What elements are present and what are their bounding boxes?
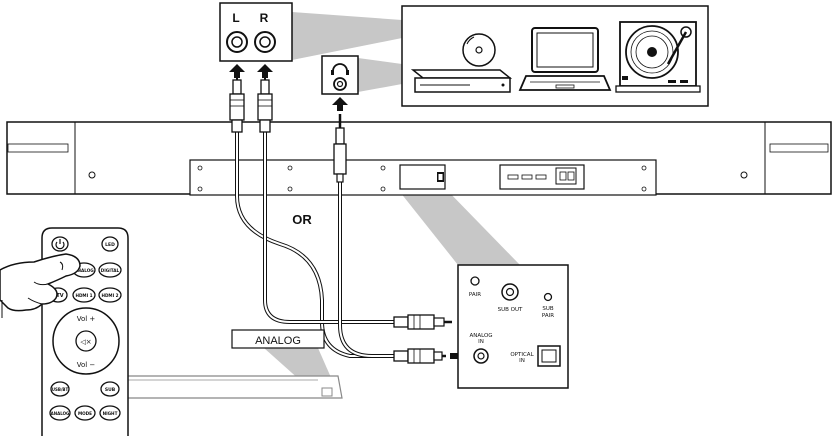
digital-button[interactable]: DIGITAL	[98, 262, 122, 278]
led-button-label: LED	[105, 242, 115, 248]
hdmi2-button-label: HDMI 2	[101, 293, 118, 298]
analog-bottom-button-label: ANALOG	[51, 411, 70, 416]
rca-plug-horizontal	[393, 314, 452, 330]
sub-out-label: SUB OUT	[498, 307, 523, 313]
projection-beam-zoom	[400, 187, 520, 265]
rca-cables	[235, 132, 398, 358]
hand-icon	[0, 253, 81, 318]
sub-pair-button	[543, 292, 553, 302]
analog-callout-label: ANALOG	[255, 335, 301, 347]
hdmi1-button[interactable]: HDMI 1	[72, 287, 96, 303]
analog-callout: ANALOG	[231, 329, 325, 349]
turntable-icon	[615, 21, 701, 93]
night-button[interactable]: NIGHT	[99, 405, 121, 421]
sub-pair-label-1: SUB	[542, 306, 554, 312]
projection-beam-headphone	[358, 58, 402, 92]
mode-button-label: MODE	[78, 411, 92, 416]
projection-beam-rca	[292, 12, 402, 60]
sub-button[interactable]: SUB	[100, 381, 120, 397]
digital-button-label: DIGITAL	[101, 268, 120, 273]
power-button[interactable]	[51, 236, 69, 252]
dvd-player-icon	[410, 33, 513, 93]
pair-button	[470, 276, 480, 286]
vol-down-label[interactable]: Vol −	[77, 361, 96, 369]
night-button-label: NIGHT	[103, 411, 118, 416]
usb-bt-button[interactable]: USB/BT	[50, 381, 70, 397]
aux-plug-horizontal	[393, 348, 446, 364]
source-devices-box	[401, 5, 709, 107]
headphone-icon	[331, 63, 349, 75]
rca-jack-panel: L R	[219, 2, 293, 62]
analog-bottom-button[interactable]: ANALOG	[49, 405, 71, 421]
analog-button-label: ANALOG	[74, 268, 94, 273]
rca-right-label: R	[260, 11, 269, 25]
hdmi1-button-label: HDMI 1	[75, 293, 92, 298]
mode-button[interactable]: MODE	[74, 405, 96, 421]
usb-bt-button-label: USB/BT	[52, 387, 69, 392]
rca-plug-left	[229, 76, 245, 133]
analog-in-label-2: IN	[478, 339, 484, 345]
aux-cable	[338, 180, 398, 358]
rca-plug-right	[257, 76, 273, 133]
soundbar-small-icon	[117, 375, 343, 399]
remote-control: LED ANALOG DIGITAL TV HDMI 1 HDMI 2 Vol …	[41, 227, 129, 436]
rca-left-label: L	[232, 11, 239, 25]
mute-label[interactable]: ◁×	[80, 338, 91, 346]
led-button[interactable]: LED	[101, 236, 119, 252]
arrow-up-icon	[229, 64, 348, 111]
optical-in-label-2: IN	[519, 358, 525, 364]
soundbar	[6, 121, 832, 196]
hdmi2-button[interactable]: HDMI 2	[98, 287, 122, 303]
analog-in-label-1: ANALOG	[469, 333, 492, 339]
headphone-jack-panel	[321, 55, 359, 95]
volume-pad[interactable]	[52, 307, 120, 375]
aux-plug-top	[333, 114, 347, 183]
sub-pair-label-2: PAIR	[542, 313, 554, 319]
or-label: OR	[292, 212, 312, 227]
power-icon	[55, 239, 65, 250]
optical-in-label-1: OPTICAL	[510, 352, 534, 358]
vol-up-label[interactable]: Vol +	[77, 315, 96, 323]
rear-panel-zoom: PAIR SUB OUT SUB PAIR ANALOG IN OPTICAL …	[457, 264, 569, 389]
pair-label: PAIR	[469, 292, 481, 298]
laptop-icon	[518, 27, 612, 91]
sub-button-label: SUB	[105, 387, 116, 393]
tv-button-label: TV	[56, 293, 63, 299]
